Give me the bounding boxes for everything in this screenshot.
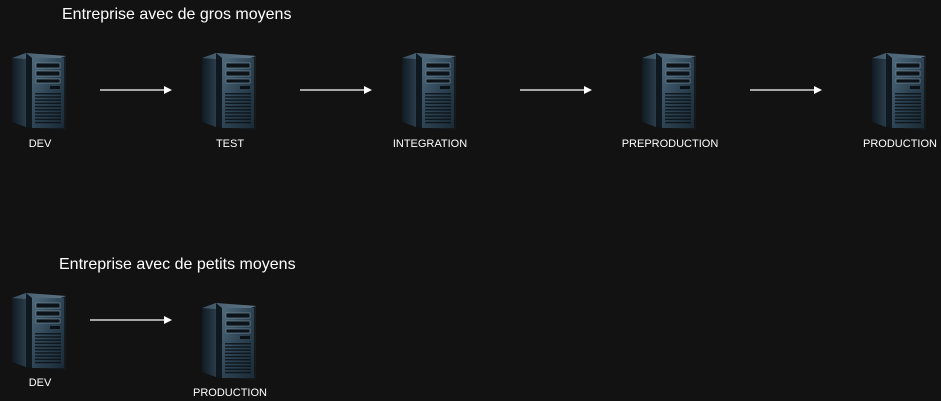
server-tower-icon xyxy=(12,293,66,370)
node-label-production: PRODUCTION xyxy=(863,138,937,150)
node-label-dev-small: DEV xyxy=(28,377,52,389)
server-dev[interactable] xyxy=(6,50,70,130)
node-label-test: TEST xyxy=(215,138,245,150)
server-tower-icon xyxy=(642,53,696,130)
server-production-small[interactable] xyxy=(196,300,260,380)
server-integration[interactable] xyxy=(396,50,460,130)
server-preproduction[interactable] xyxy=(636,50,700,130)
section-title-large-enterprise: Entreprise avec de gros moyens xyxy=(62,6,292,23)
section-title-small-enterprise: Entreprise avec de petits moyens xyxy=(59,256,296,273)
server-tower-icon xyxy=(872,53,926,130)
server-tower-icon xyxy=(202,53,256,130)
server-test[interactable] xyxy=(196,50,260,130)
node-label-preproduction: PREPRODUCTION xyxy=(621,138,719,150)
flow-arrow xyxy=(90,315,172,325)
flow-arrow xyxy=(300,85,372,95)
flow-arrow xyxy=(750,85,822,95)
server-tower-icon xyxy=(402,53,456,130)
server-tower-icon xyxy=(202,303,256,380)
server-dev-small[interactable] xyxy=(6,290,70,370)
flow-arrow xyxy=(100,85,172,95)
server-production[interactable] xyxy=(866,50,930,130)
node-label-integration: INTEGRATION xyxy=(392,138,468,150)
node-label-production-small: PRODUCTION xyxy=(193,387,267,399)
flow-arrow xyxy=(520,85,592,95)
server-tower-icon xyxy=(12,53,66,130)
node-label-dev: DEV xyxy=(28,138,52,150)
